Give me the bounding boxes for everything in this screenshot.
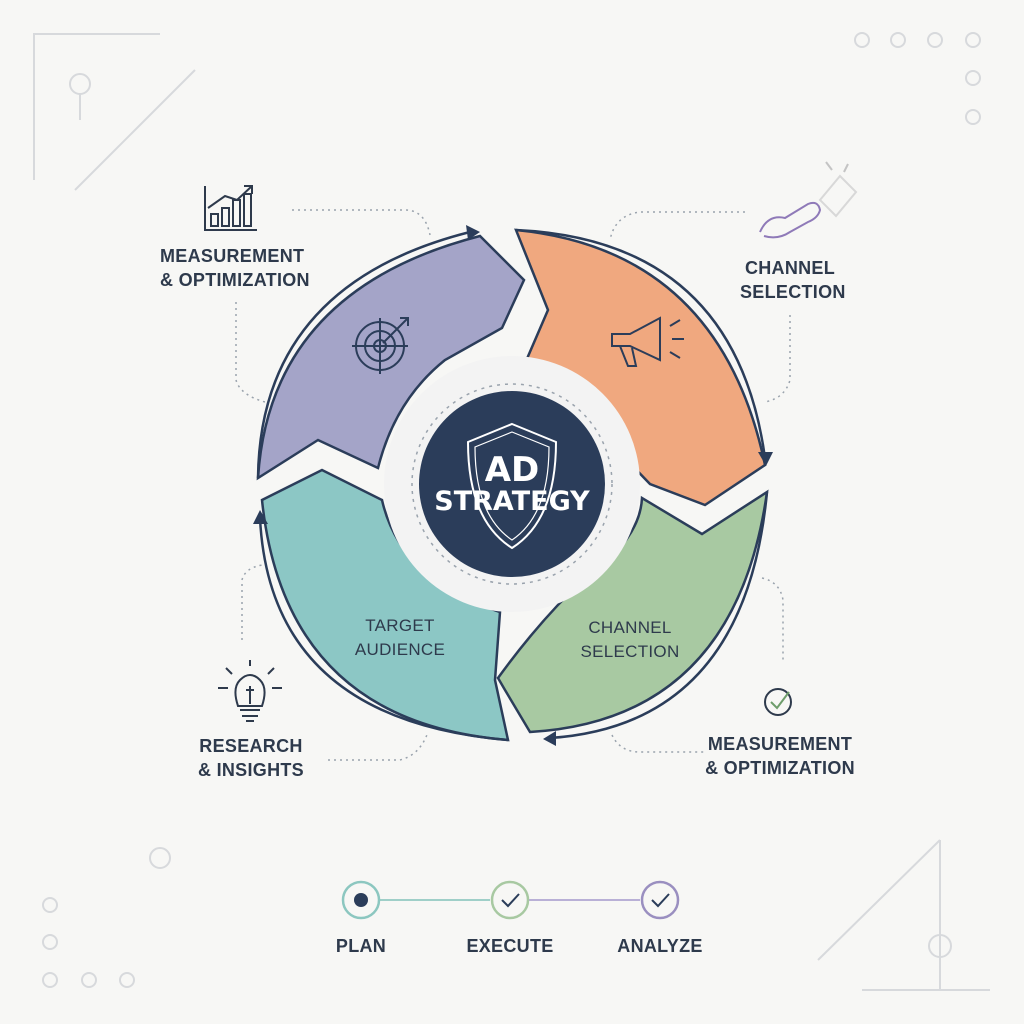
decorative-dots — [42, 32, 981, 988]
center-hub — [419, 391, 605, 577]
center-title-line2: STRATEGY — [434, 486, 590, 517]
step-analyze-node[interactable] — [640, 880, 680, 920]
lightbulb-icon — [218, 660, 282, 722]
link-icon — [759, 161, 858, 239]
center-title-line1: AD — [484, 450, 540, 490]
shield-icon — [466, 422, 558, 550]
cycle-arrows — [256, 228, 769, 742]
label-line1: MEASUREMENT — [160, 246, 305, 266]
segment-target-audience-label: TARGET AUDIENCE — [340, 614, 460, 662]
label-line1: CHANNEL — [744, 258, 836, 278]
label-line2: SELECTION — [740, 282, 846, 302]
shield-inner-outline — [474, 431, 550, 541]
step-execute-label[interactable]: EXECUTE — [466, 936, 554, 956]
segment-label-line2: AUDIENCE — [354, 640, 446, 659]
bar-chart-icon — [204, 185, 257, 231]
label-line2: & OPTIMIZATION — [160, 270, 310, 290]
step-plan-dot — [354, 893, 368, 907]
segment-label-line1: CHANNEL — [588, 618, 672, 637]
arrowheads — [253, 225, 773, 746]
label-line2: & OPTIMIZATION — [705, 758, 855, 778]
label-bottom-right: MEASUREMENT & OPTIMIZATION — [700, 732, 860, 780]
segment-label-line1: TARGET — [365, 616, 435, 635]
megaphone-icon — [611, 316, 684, 367]
step-execute-check-icon — [501, 893, 520, 908]
check-badge-icon — [764, 688, 792, 716]
decorative-lines — [33, 33, 990, 991]
timeline — [341, 880, 680, 920]
target-icon — [352, 317, 409, 374]
label-line1: RESEARCH — [199, 736, 303, 756]
segment-label-line2: SELECTION — [580, 642, 680, 661]
label-line1: MEASUREMENT — [707, 734, 853, 754]
inner-dotted-ring — [411, 383, 613, 585]
label-line2: & INSIGHTS — [197, 760, 304, 780]
segment-channel-selection-label: CHANNEL SELECTION — [570, 616, 690, 664]
step-plan-label[interactable]: PLAN — [335, 936, 387, 956]
step-analyze-label[interactable]: ANALYZE — [617, 936, 703, 956]
label-top-left: MEASUREMENT & OPTIMIZATION — [160, 244, 310, 292]
step-analyze-check-icon — [651, 893, 670, 908]
connector-lines — [235, 209, 791, 761]
label-bottom-left: RESEARCH & INSIGHTS — [196, 734, 306, 782]
step-execute-node[interactable] — [490, 880, 530, 920]
label-top-right: CHANNEL SELECTION — [740, 256, 846, 304]
